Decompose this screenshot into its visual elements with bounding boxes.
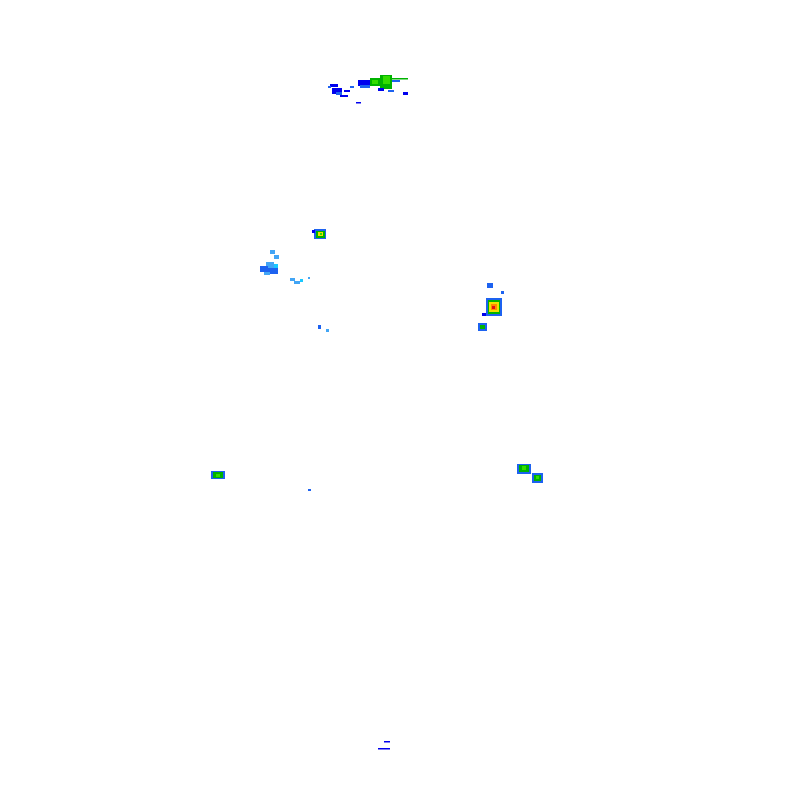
- radar-echo-north: [328, 75, 408, 104]
- radar-echo-southeast-cells: [517, 464, 543, 483]
- radar-echo-west-scatter: [260, 250, 329, 332]
- radar-echo-northwest-cell: [312, 229, 326, 239]
- radar-echo-southwest-cell: [211, 471, 311, 491]
- radar-echo-east-cell: [478, 283, 504, 331]
- radar-echo-south: [378, 741, 390, 750]
